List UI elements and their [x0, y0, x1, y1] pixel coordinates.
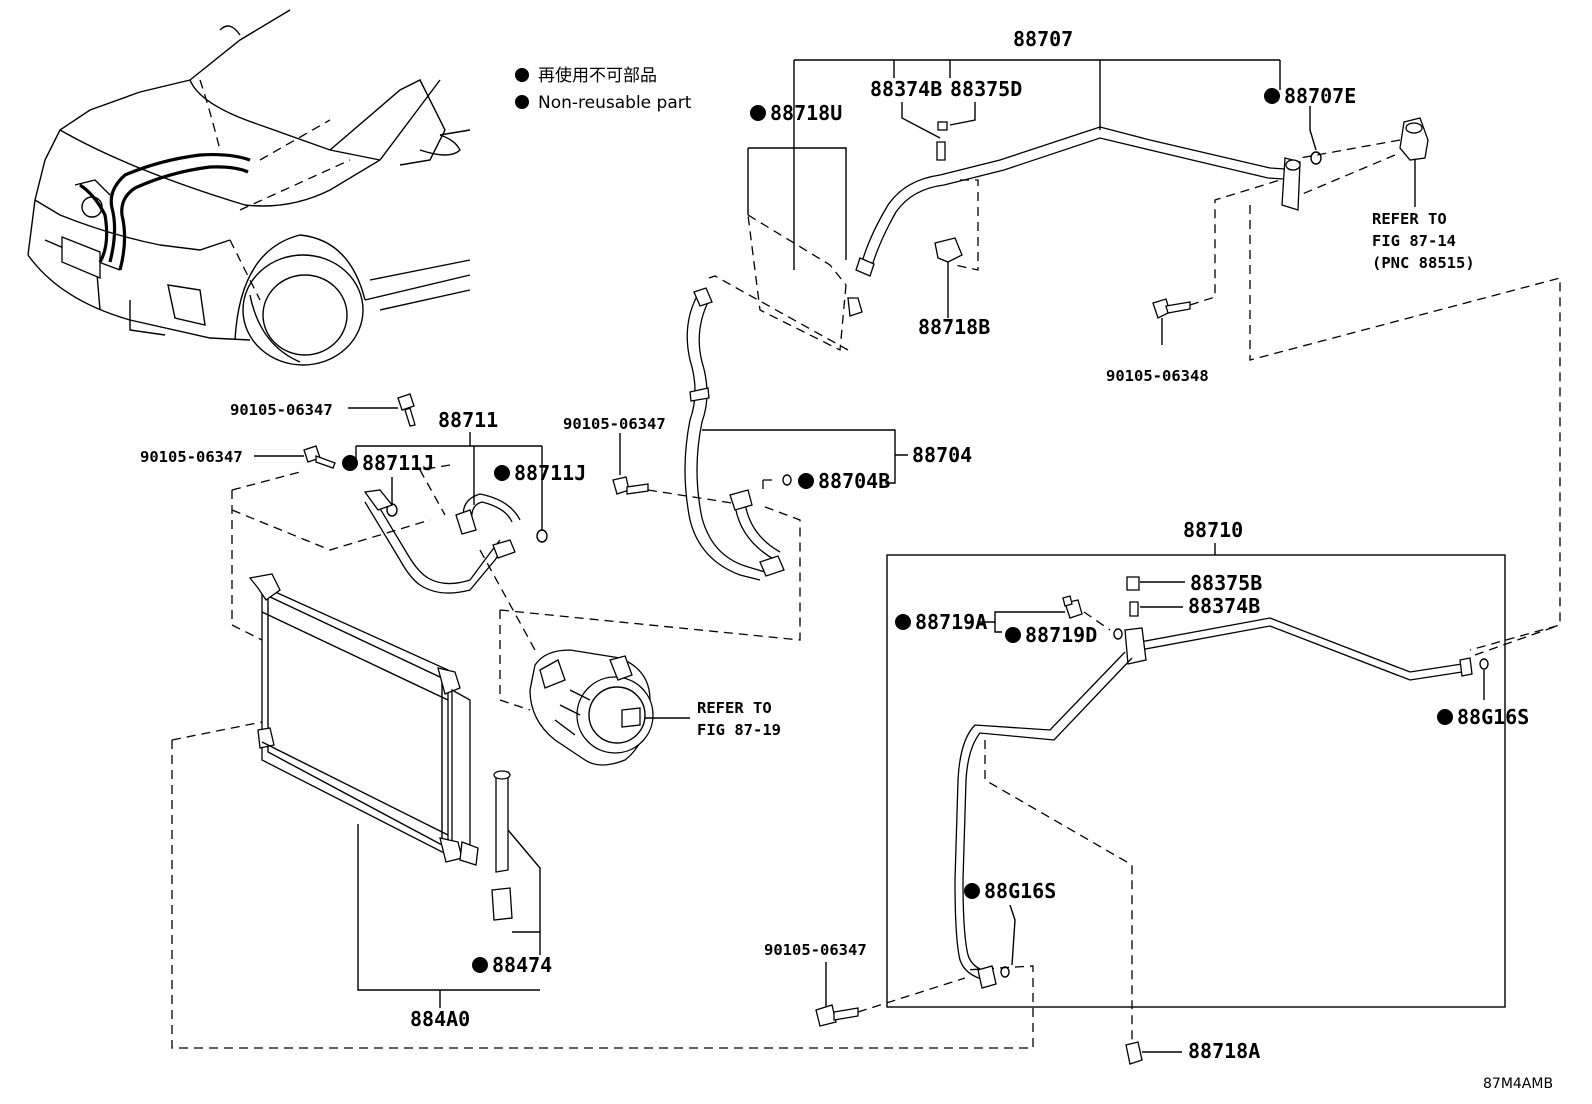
condenser-884A0: 884A0 88474: [171, 573, 1034, 1049]
label-90105-06348[interactable]: 90105-06348: [1106, 367, 1209, 385]
assembly-88710-frame: [886, 554, 1506, 1008]
label-88718B[interactable]: 88718B: [918, 315, 990, 339]
non-reusable-dot-icon: [342, 455, 358, 471]
non-reusable-dot-icon: [798, 473, 814, 489]
non-reusable-dot-icon: [1005, 627, 1021, 643]
label-88374B-top[interactable]: 88374B: [870, 77, 942, 101]
compressor: REFER TO FIG 87-19: [529, 649, 781, 766]
non-reusable-dot-icon: [515, 68, 529, 82]
legend: 再使用不可部品 Non-reusable part: [515, 65, 692, 113]
label-refer-87-19-line2[interactable]: FIG 87-19: [697, 721, 781, 739]
non-reusable-dot-icon: [750, 105, 766, 121]
label-88718A[interactable]: 88718A: [1188, 1039, 1260, 1063]
label-88719A[interactable]: 88719A: [915, 610, 987, 634]
non-reusable-dot-icon: [472, 957, 488, 973]
label-88375B[interactable]: 88375B: [1190, 571, 1262, 595]
label-90105-06347-d[interactable]: 90105-06347: [764, 941, 867, 959]
label-88707[interactable]: 88707: [1013, 27, 1073, 51]
label-refer-87-14-line2[interactable]: FIG 87-14: [1372, 232, 1456, 250]
non-reusable-dot-icon: [1264, 88, 1280, 104]
label-refer-87-19-line1[interactable]: REFER TO: [697, 699, 772, 717]
label-90105-06347-b[interactable]: 90105-06347: [140, 448, 243, 466]
bolt-90105-06347-bottom: 90105-06347: [764, 941, 966, 1027]
label-88707E[interactable]: 88707E: [1284, 84, 1356, 108]
label-88G16S-a[interactable]: 88G16S: [1457, 705, 1529, 729]
label-88710[interactable]: 88710: [1183, 518, 1243, 542]
label-88711J-a[interactable]: 88711J: [362, 451, 434, 475]
label-90105-06347-c[interactable]: 90105-06347: [563, 415, 666, 433]
label-refer-87-14-line1[interactable]: REFER TO: [1372, 210, 1447, 228]
assembly-88710: 88710 88375B 88374B 88G16S 88719A 88719D: [886, 518, 1561, 1065]
vehicle-front-illustration: [27, 9, 471, 366]
assembly-88707: 88707 88374B 88375D 88707E 88718U 88718B: [747, 27, 1561, 651]
non-reusable-dot-icon: [494, 465, 510, 481]
label-88374B-bottom[interactable]: 88374B: [1188, 594, 1260, 618]
non-reusable-dot-icon: [1437, 709, 1453, 725]
label-88719D[interactable]: 88719D: [1025, 623, 1097, 647]
non-reusable-dot-icon: [515, 95, 529, 109]
non-reusable-dot-icon: [964, 883, 980, 899]
label-88711J-b[interactable]: 88711J: [514, 461, 586, 485]
non-reusable-dot-icon: [895, 614, 911, 630]
label-88704B[interactable]: 88704B: [818, 469, 890, 493]
label-90105-06347-a[interactable]: 90105-06347: [230, 401, 333, 419]
assembly-88711: 90105-06347 88711 90105-06347 88711J 887…: [140, 393, 801, 711]
label-88718U[interactable]: 88718U: [770, 101, 842, 125]
label-884A0[interactable]: 884A0: [410, 1007, 470, 1031]
label-88474[interactable]: 88474: [492, 953, 552, 977]
diagram-code: 87M4AMB: [1483, 1076, 1553, 1092]
label-88711[interactable]: 88711: [438, 408, 498, 432]
legend-item-en: Non-reusable part: [538, 93, 692, 113]
label-88G16S-b[interactable]: 88G16S: [984, 879, 1056, 903]
assembly-88704: 90105-06347 88704 88704B: [563, 275, 972, 581]
legend-item-jp: 再使用不可部品: [538, 65, 657, 86]
label-88375D[interactable]: 88375D: [950, 77, 1022, 101]
label-refer-87-14-line3[interactable]: (PNC 88515): [1372, 254, 1475, 272]
label-88704[interactable]: 88704: [912, 443, 972, 467]
